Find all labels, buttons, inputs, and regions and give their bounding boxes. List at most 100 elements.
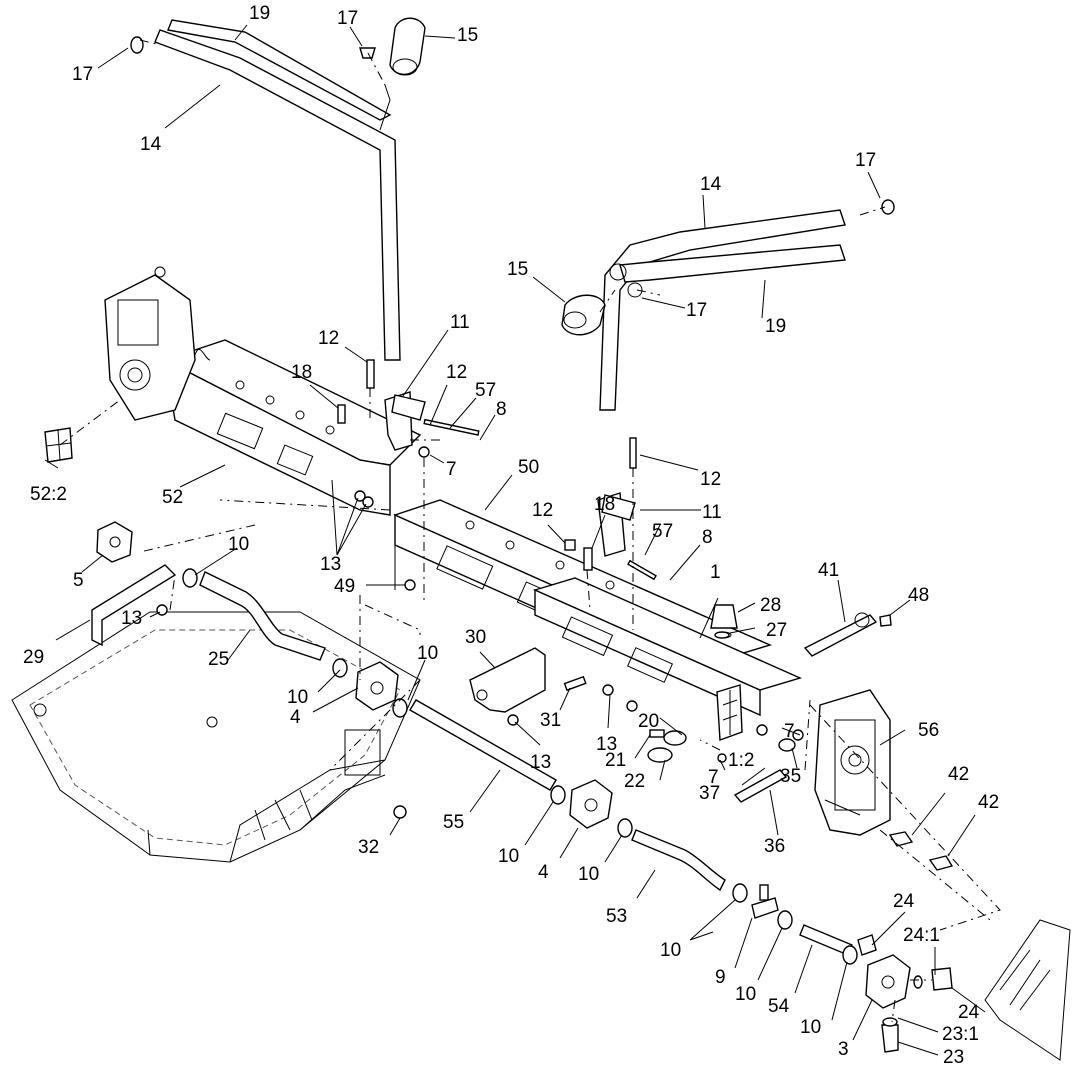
control-lever-right	[599, 209, 846, 411]
callout-35: 35	[780, 766, 801, 787]
callout-13: 13	[121, 608, 142, 629]
callout-10: 10	[498, 846, 519, 867]
callout-48: 48	[908, 585, 929, 606]
callout-52-2: 52:2	[30, 484, 67, 505]
assembly-centerlines	[59, 39, 1001, 1023]
callout-10: 10	[735, 984, 756, 1005]
callout-57: 57	[475, 380, 496, 401]
bracket-30	[469, 647, 546, 713]
callout-53: 53	[606, 906, 627, 927]
callout-9: 9	[715, 967, 726, 988]
callout-4: 4	[538, 862, 549, 883]
callout-28: 28	[760, 595, 781, 616]
hose-55	[409, 699, 557, 791]
valve-3	[865, 954, 911, 1009]
chassis-frame	[11, 611, 421, 863]
callout-50: 50	[518, 457, 539, 478]
callout-15: 15	[457, 25, 478, 46]
callout-17: 17	[855, 150, 876, 171]
cap-17	[130, 36, 895, 215]
callout-10: 10	[660, 940, 681, 961]
callout-24: 24	[958, 1002, 980, 1023]
callout-12: 12	[318, 328, 339, 349]
pin-36	[733, 769, 788, 803]
callout-30: 30	[465, 627, 486, 648]
callout-14: 14	[140, 134, 162, 155]
callout-4: 4	[290, 707, 301, 728]
callout-12: 12	[446, 362, 467, 383]
callout-17: 17	[686, 300, 707, 321]
callout-24: 24	[893, 891, 915, 912]
callout-5: 5	[73, 570, 84, 591]
callout-24-1: 24:1	[903, 925, 940, 946]
callout-12: 12	[700, 469, 721, 490]
callout-18: 18	[594, 494, 615, 515]
hose-25	[199, 571, 326, 661]
callout-17: 17	[337, 8, 358, 29]
callout-7: 7	[784, 721, 795, 742]
callout-18: 18	[291, 362, 312, 383]
callout-7: 7	[708, 767, 719, 788]
callout-23-1: 23:1	[942, 1024, 979, 1045]
rear-corner-frame	[984, 919, 1071, 1061]
callout-25: 25	[208, 649, 229, 670]
callout-27: 27	[766, 620, 787, 641]
callout-1-2: 1:2	[728, 750, 754, 771]
knob-15-top	[389, 17, 426, 76]
plate-1-2	[716, 684, 743, 741]
clamps-10	[182, 568, 858, 965]
frame-rail-52	[163, 339, 422, 516]
leader-lines	[44, 24, 986, 1056]
callout-55: 55	[443, 812, 464, 833]
callout-7: 7	[446, 459, 457, 480]
callout-22: 22	[624, 771, 645, 792]
fitting-23	[881, 1017, 899, 1053]
callout-23: 23	[943, 1047, 964, 1068]
callout-32: 32	[358, 837, 379, 858]
knob-15-right	[561, 294, 606, 336]
callout-10: 10	[800, 1017, 821, 1038]
callout-11: 11	[702, 502, 722, 523]
wheel-motor-left	[104, 266, 211, 421]
hose-54	[799, 924, 853, 956]
callout-52: 52	[162, 487, 183, 508]
decal-52-2	[44, 427, 73, 463]
callout-21: 21	[605, 750, 626, 771]
control-lever-left	[154, 19, 401, 361]
callout-56: 56	[918, 720, 939, 741]
callout-10: 10	[228, 534, 249, 555]
callout-17: 17	[72, 64, 93, 85]
bracket-11-left	[384, 391, 426, 451]
callout-42: 42	[978, 792, 999, 813]
pin-41	[803, 612, 878, 657]
callout-8: 8	[702, 527, 713, 548]
frame-rail-1	[532, 577, 803, 717]
valve-4-upper	[355, 661, 399, 711]
hose-53	[631, 829, 726, 892]
callout-12: 12	[532, 500, 553, 521]
callout-3: 3	[838, 1039, 849, 1060]
callout-29: 29	[23, 647, 44, 668]
callout-19: 19	[249, 3, 270, 24]
valve-4-lower	[569, 779, 613, 829]
wheel-motor-right-56	[814, 689, 891, 836]
callout-10: 10	[417, 643, 438, 664]
callout-57: 57	[652, 521, 673, 542]
callout-36: 36	[764, 836, 785, 857]
bracket-29	[91, 564, 177, 647]
callout-10: 10	[578, 864, 599, 885]
valve-5	[96, 521, 133, 563]
callout-labels: 19 17 15 17 14 17 14 15 17 19 12 11 18 1…	[23, 3, 999, 1068]
callout-19: 19	[765, 316, 786, 337]
callout-10: 10	[287, 687, 308, 708]
callout-8: 8	[496, 399, 507, 420]
tee-fitting-9	[751, 884, 779, 919]
bracket-11-right	[597, 492, 636, 557]
callout-37: 37	[699, 783, 720, 804]
callout-20: 20	[638, 711, 659, 732]
callout-14: 14	[700, 174, 722, 195]
callout-13: 13	[320, 554, 341, 575]
callout-49: 49	[334, 576, 355, 597]
